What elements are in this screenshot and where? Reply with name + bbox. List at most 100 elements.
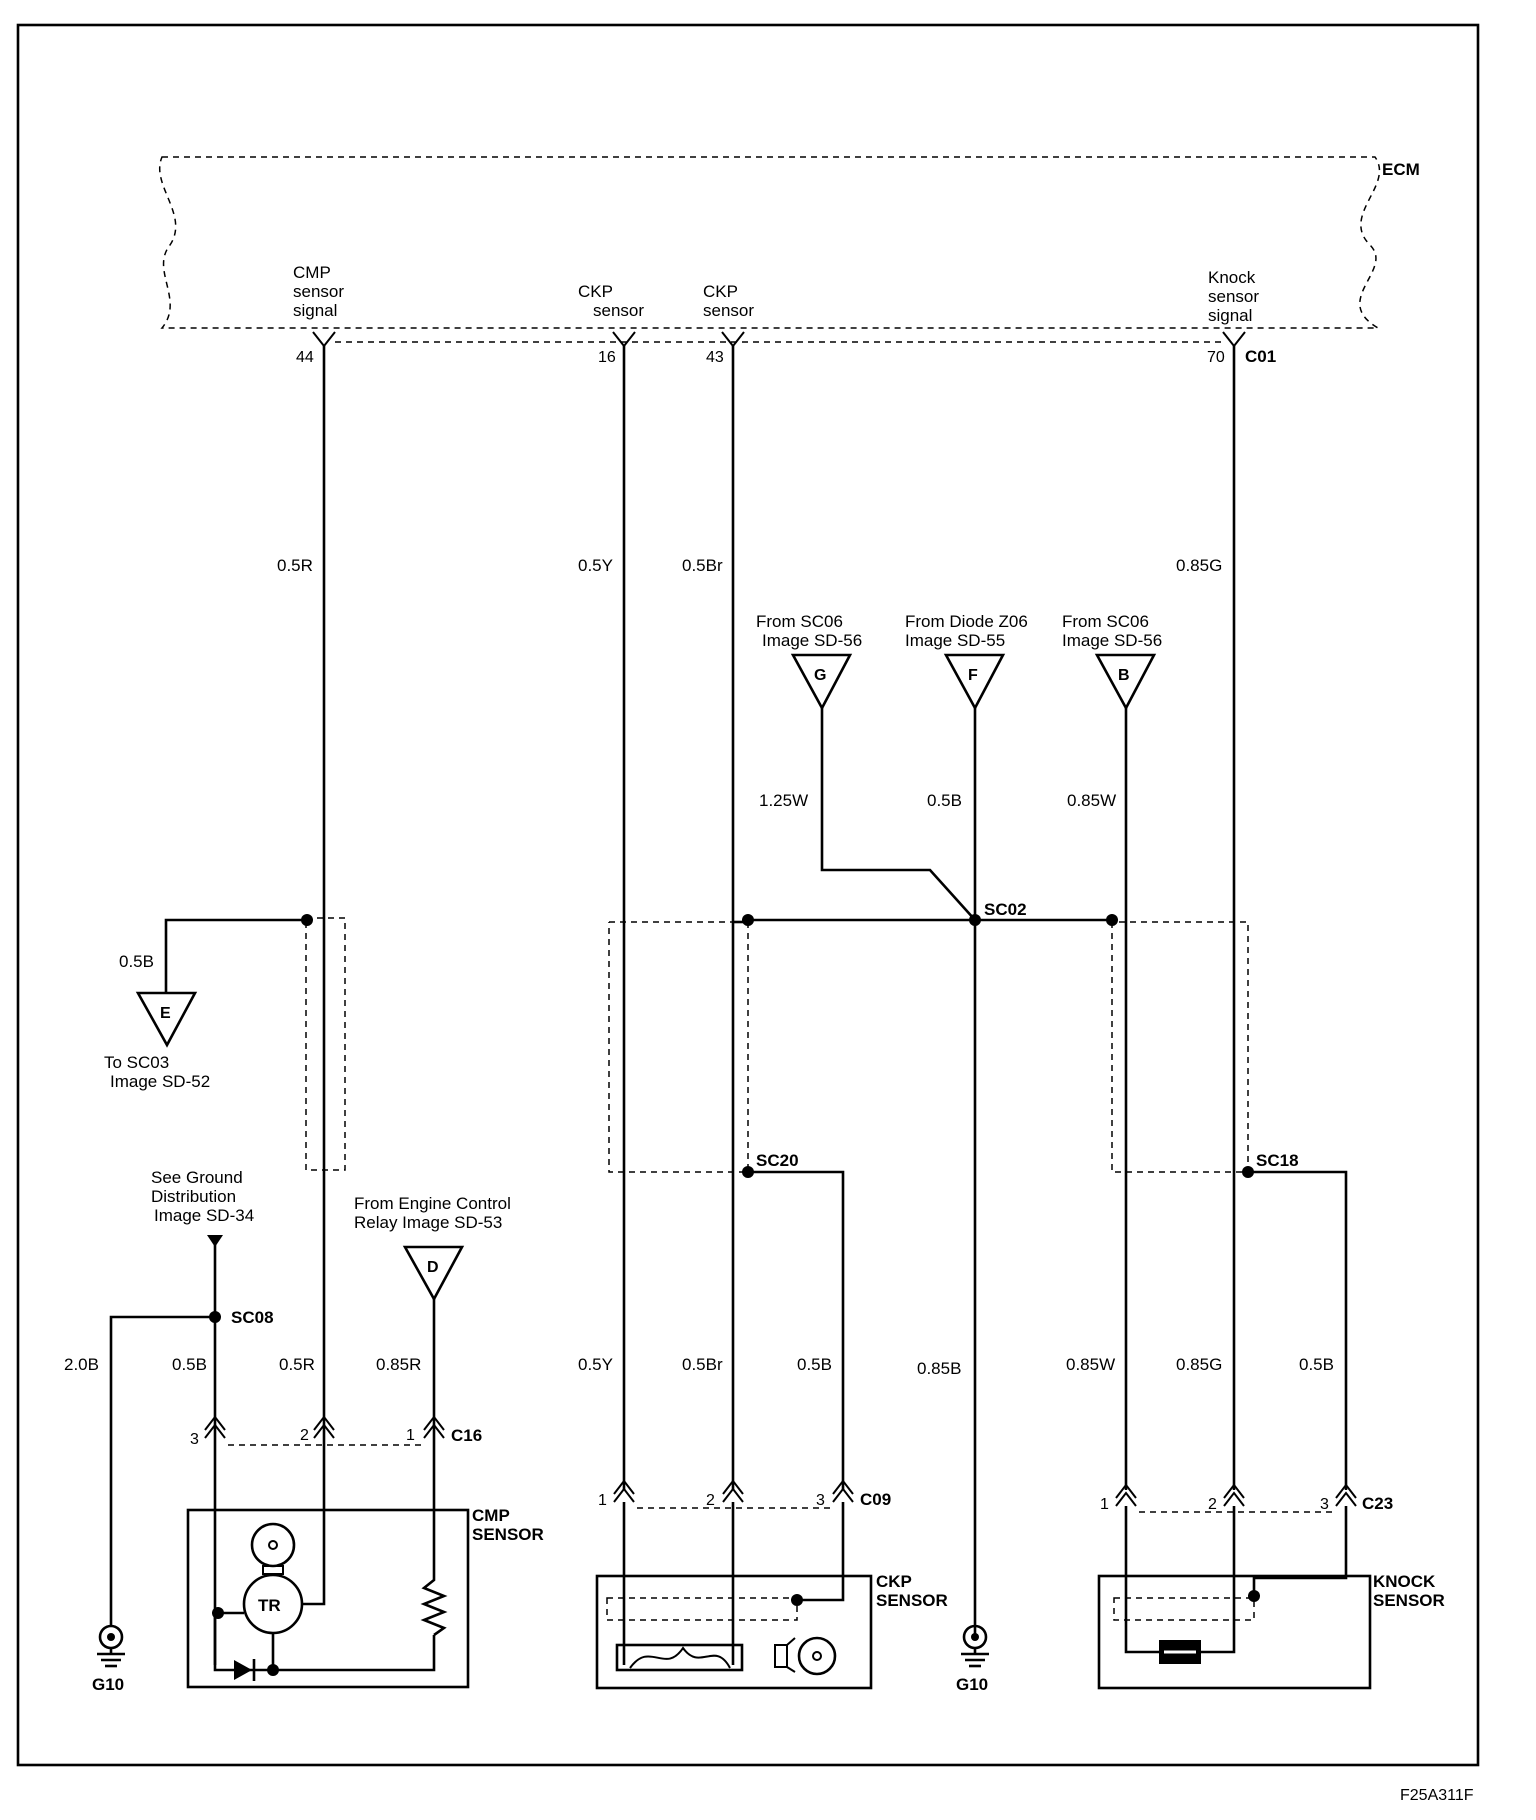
splice-label: SC20	[756, 1151, 799, 1170]
svg-text:16: 16	[598, 349, 616, 366]
svg-text:3: 3	[1320, 1496, 1329, 1513]
wire-label: 0.5B	[927, 791, 962, 810]
magnet-icon	[250, 1522, 296, 1568]
wire-label: 0.5B	[797, 1355, 832, 1374]
shield-knock	[1111, 921, 1249, 1173]
svg-text:Distribution: Distribution	[151, 1187, 236, 1206]
svg-text:3: 3	[190, 1431, 199, 1448]
reference-g: From SC06 Image SD-56 G	[756, 612, 862, 711]
svg-text:C16: C16	[451, 1426, 482, 1445]
wire-from-g	[820, 708, 976, 921]
wire-label: 0.5Y	[578, 1355, 613, 1374]
svg-text:2: 2	[300, 1427, 309, 1444]
svg-text:C01: C01	[1245, 347, 1276, 366]
ecm-label: ECM	[1382, 160, 1420, 179]
svg-text:sensor: sensor	[703, 301, 754, 320]
svg-text:Image SD-34: Image SD-34	[154, 1206, 254, 1225]
splice-dot	[209, 1311, 221, 1323]
resistor-icon	[420, 1570, 448, 1637]
wire-label: 0.5R	[279, 1355, 315, 1374]
svg-text:2: 2	[1208, 1496, 1217, 1513]
connector-c09: 1 2 3 C09	[598, 1479, 891, 1509]
svg-text:G10: G10	[956, 1675, 988, 1694]
svg-text:Image SD-55: Image SD-55	[905, 631, 1005, 650]
svg-text:G10: G10	[92, 1675, 124, 1694]
coil-icon	[615, 1643, 744, 1672]
svg-text:SENSOR: SENSOR	[472, 1525, 544, 1544]
reference-d: From Engine Control Relay Image SD-53 D	[354, 1194, 511, 1302]
svg-text:Image SD-52: Image SD-52	[110, 1072, 210, 1091]
svg-text:sensor: sensor	[593, 301, 644, 320]
wire-label: 0.5B	[1299, 1355, 1334, 1374]
ecm-pin-ckp-43: CKP sensor 43	[703, 282, 754, 366]
svg-text:CKP: CKP	[578, 282, 613, 301]
svg-text:D: D	[427, 1259, 439, 1276]
wire-label: 0.5B	[119, 952, 154, 971]
wire-label: 0.5B	[172, 1355, 207, 1374]
wire-label: 0.5Y	[578, 556, 613, 575]
svg-text:Relay Image SD-53: Relay Image SD-53	[354, 1213, 502, 1232]
diode-icon	[234, 1660, 252, 1680]
shield-ckp	[608, 921, 749, 1173]
svg-text:E: E	[160, 1005, 171, 1022]
svg-text:Image SD-56: Image SD-56	[1062, 631, 1162, 650]
svg-text:See Ground: See Ground	[151, 1168, 243, 1187]
ecm-outline	[159, 156, 1381, 329]
svg-text:F: F	[968, 667, 978, 684]
ground-g10-mid: G10	[956, 1624, 989, 1694]
wire-sc20	[748, 1170, 845, 1490]
wire-label: 0.85W	[1067, 791, 1116, 810]
ground-g10-left: G10	[92, 1624, 125, 1694]
wire-label: 0.85B	[917, 1359, 961, 1378]
reference-e: E To SC03 Image SD-52	[104, 991, 210, 1091]
splice-label: SC08	[231, 1308, 274, 1327]
reference-b: From SC06 Image SD-56 B	[1062, 612, 1162, 711]
wire-sc18	[1248, 1170, 1348, 1490]
ckp-sensor: CKP SENSOR	[595, 1502, 948, 1690]
svg-text:signal: signal	[1208, 306, 1252, 325]
svg-text:SENSOR: SENSOR	[876, 1591, 948, 1610]
shield-cmp	[305, 917, 346, 1171]
svg-text:To SC03: To SC03	[104, 1053, 169, 1072]
wire-label: 0.5R	[277, 556, 313, 575]
reference-ground-distribution: See Ground Distribution Image SD-34	[151, 1168, 254, 1247]
wire-label: 0.5Br	[682, 556, 723, 575]
svg-text:1: 1	[1100, 1496, 1109, 1513]
svg-text:CKP: CKP	[876, 1572, 912, 1591]
splice-dot	[969, 914, 981, 926]
reluctor-icon	[797, 1636, 837, 1676]
svg-text:44: 44	[296, 349, 314, 366]
svg-text:3: 3	[816, 1492, 825, 1509]
wire-label: 2.0B	[64, 1355, 99, 1374]
svg-text:CKP: CKP	[703, 282, 738, 301]
ecm-pin-cmp: CMP sensor signal 44	[293, 263, 344, 366]
wire-label: 0.85G	[1176, 556, 1222, 575]
svg-text:1: 1	[406, 1427, 415, 1444]
splice-label: SC02	[984, 900, 1027, 919]
svg-text:B: B	[1118, 667, 1130, 684]
svg-text:KNOCK: KNOCK	[1373, 1572, 1436, 1591]
svg-text:TR: TR	[258, 1596, 281, 1615]
connector-c23: 1 2 3 C23	[1100, 1483, 1393, 1513]
wire-label: 0.5Br	[682, 1355, 723, 1374]
wire-label: 0.85R	[376, 1355, 421, 1374]
wire-to-e	[164, 918, 307, 993]
svg-text:CMP: CMP	[293, 263, 331, 282]
svg-text:From Engine Control: From Engine Control	[354, 1194, 511, 1213]
svg-text:70: 70	[1207, 349, 1225, 366]
svg-text:sensor: sensor	[293, 282, 344, 301]
cmp-sensor: CMP SENSOR TR	[186, 1420, 544, 1689]
page-frame	[16, 23, 1480, 1767]
svg-text:G: G	[814, 667, 826, 684]
wire-label: 0.85G	[1176, 1355, 1222, 1374]
svg-text:C23: C23	[1362, 1494, 1393, 1513]
svg-text:1: 1	[598, 1492, 607, 1509]
svg-text:From Diode Z06: From Diode Z06	[905, 612, 1028, 631]
knock-sensor: KNOCK SENSOR	[1097, 1506, 1445, 1690]
splice-dot	[1106, 914, 1118, 926]
ecm-pin-knock: Knock sensor signal 70 C01	[1207, 268, 1276, 366]
svg-text:CMP: CMP	[472, 1506, 510, 1525]
svg-text:C09: C09	[860, 1490, 891, 1509]
splice-label: SC18	[1256, 1151, 1299, 1170]
